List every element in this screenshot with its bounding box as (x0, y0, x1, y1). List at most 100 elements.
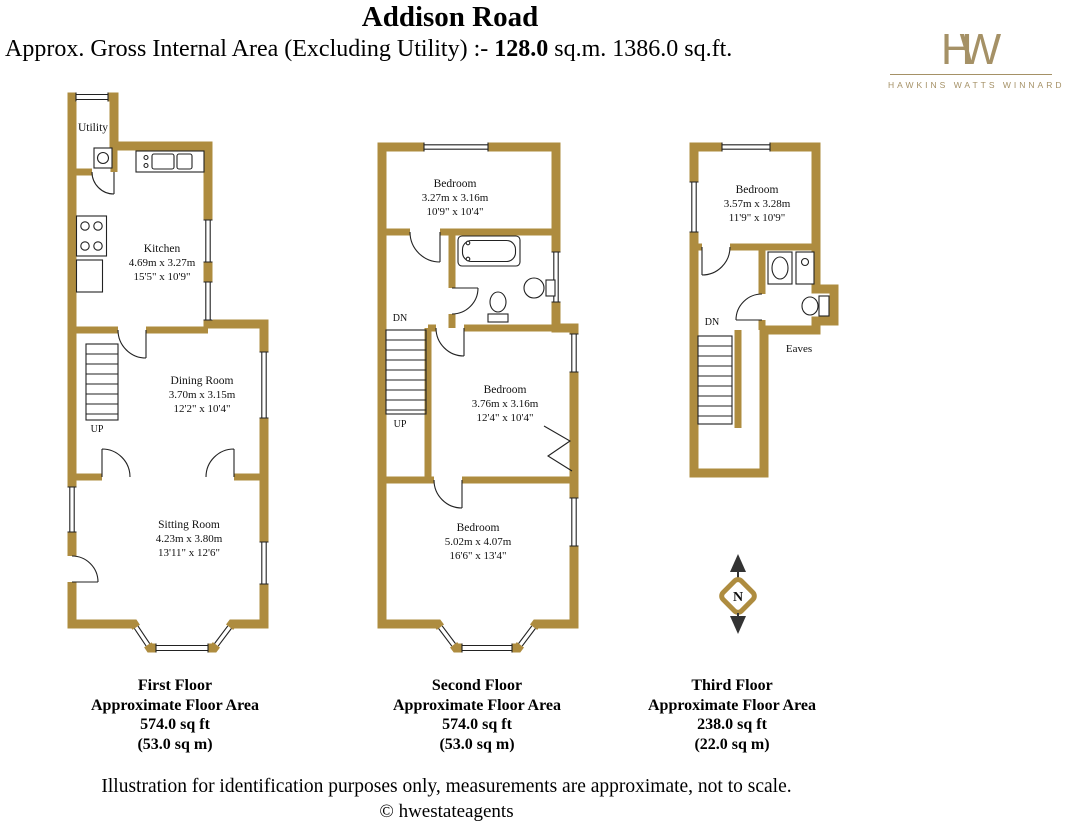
basin-bowl (771, 256, 789, 280)
first-floor-caption-name: First Floor (137, 677, 213, 694)
stove-burner (93, 241, 103, 251)
kitchen-dim-imperial: 15'5" x 10'9" (134, 271, 191, 283)
third-floor-plan: Bedroom 3.57m x 3.28m 11'9" x 10'9" DN E… (689, 142, 839, 478)
area-sqm-value: 128.0 (494, 36, 549, 62)
shower-head-icon (800, 257, 810, 267)
compass-south-arrow-icon (730, 616, 746, 634)
basin-pedestal (545, 279, 556, 297)
third-floor-outer-walls (689, 142, 839, 478)
shower (795, 251, 815, 285)
bedroom3-dim-imperial: 16'6" x 13'4" (450, 550, 507, 562)
compass-diamond (719, 577, 757, 615)
first-floor-doors (67, 171, 235, 583)
third-floor-inner-walls (694, 243, 816, 428)
stove-burner (80, 241, 90, 251)
second-floor-caption-sqm: (53.0 sq m) (439, 735, 515, 753)
toilet-cistern (487, 313, 509, 323)
kitchen-sink-drainer (176, 153, 193, 170)
area-summary: Approx. Gross Internal Area (Excluding U… (5, 36, 732, 63)
first-floor-inner-walls (72, 146, 264, 481)
disclaimer-text: Illustration for identification purposes… (101, 776, 792, 797)
stove-burner (93, 221, 103, 231)
bedroom1-label: Bedroom (434, 178, 477, 190)
copyright-text: © hwestateagents (379, 801, 514, 822)
bath-tap-icon (465, 240, 471, 246)
bedroom1-dim-imperial: 10'9" x 10'4" (427, 206, 484, 218)
third-floor-windows (689, 142, 771, 233)
bedroom1-dim-metric: 3.27m x 3.16m (422, 192, 489, 204)
sitting-dim-metric: 4.23m x 3.80m (156, 533, 223, 545)
compass-n-label: N (733, 590, 743, 605)
second-floor-caption-arealabel: Approximate Floor Area (393, 696, 561, 714)
first-floor-caption-arealabel: Approximate Floor Area (91, 696, 259, 714)
area-prefix: Approx. Gross Internal Area (Excluding U… (5, 36, 495, 62)
sitting-label: Sitting Room (158, 519, 220, 531)
bedroom3-dim-metric: 5.02m x 4.07m (445, 536, 512, 548)
agency-logo: HW HAWKINS WATTS WINNARD (888, 28, 1065, 91)
third-floor-caption-sqft: 238.0 sq ft (697, 716, 767, 733)
second-floor-caption-sqft: 574.0 sq ft (442, 716, 512, 733)
utility-appliance-door (96, 151, 110, 165)
page-title: Addison Road (361, 1, 539, 33)
dining-dim-metric: 3.70m x 3.15m (169, 389, 236, 401)
dining-dim-imperial: 12'2" x 10'4" (174, 403, 231, 415)
second-floor-doors (409, 231, 479, 509)
third-floor-doors (701, 246, 763, 321)
dn-label: DN (705, 317, 719, 328)
kitchen-label: Kitchen (144, 243, 181, 255)
first-floor-fixtures (75, 147, 205, 293)
first-floor-stairs (85, 343, 119, 421)
third-floor-caption-sqm: (22.0 sq m) (694, 735, 770, 753)
stove-burner (80, 221, 90, 231)
area-sqft-unit: sq.ft. (678, 36, 733, 62)
area-sqm-unit: sq.m. (548, 36, 613, 62)
second-floor-caption: Second Floor Approximate Floor Area 574.… (365, 676, 589, 754)
kitchen-tap-icon (143, 154, 149, 161)
second-floor-stairs (385, 329, 427, 415)
logo-letter-h: H (940, 25, 973, 74)
first-floor-caption: First Floor Approximate Floor Area 574.0… (63, 676, 287, 754)
utility-label: Utility (78, 122, 108, 134)
first-floor-windows (67, 92, 269, 653)
basin (523, 277, 545, 299)
eaves-zigzag-mark (543, 425, 573, 472)
second-floor-labels: Bedroom 3.27m x 3.16m 10'9" x 10'4" Bedr… (393, 178, 539, 562)
kitchen-sink-bowl (151, 153, 175, 170)
second-floor-caption-name: Second Floor (431, 677, 523, 694)
first-floor-outer-walls (67, 92, 269, 653)
bath-tap-icon (465, 256, 471, 262)
stove (75, 215, 108, 257)
up-label: UP (91, 424, 104, 435)
eaves-label: Eaves (786, 343, 812, 355)
third-floor-caption-name: Third Floor (691, 677, 773, 694)
second-floor-fixtures (457, 235, 556, 323)
first-floor-caption-sqm: (53.0 sq m) (137, 735, 213, 753)
third-floor-caption-arealabel: Approximate Floor Area (648, 696, 816, 714)
logo-letter-w: W (959, 25, 1002, 74)
area-sqft-value: 1386.0 (612, 36, 679, 62)
third-floor-labels: Bedroom 3.57m x 3.28m 11'9" x 10'9" DN E… (705, 184, 812, 355)
compass-north-arrow-icon (730, 554, 746, 572)
compass: N (719, 554, 757, 634)
kitchen-tap-icon (143, 162, 149, 169)
third-floor-stairs (697, 335, 733, 425)
toilet-bowl (489, 291, 507, 313)
bedroom2-dim-metric: 3.76m x 3.16m (472, 398, 539, 410)
first-floor-labels: Utility Kitchen 4.69m x 3.27m 15'5" x 10… (78, 122, 236, 559)
dining-label: Dining Room (171, 375, 234, 387)
dn-label: DN (393, 313, 407, 324)
third-floor-caption: Third Floor Approximate Floor Area 238.0… (620, 676, 844, 754)
kitchen-appliance (75, 259, 104, 293)
third-floor-fixtures (767, 251, 830, 317)
bedroom2-label: Bedroom (484, 384, 527, 396)
bath-inner (461, 239, 517, 263)
second-floor-plan: Bedroom 3.27m x 3.16m 10'9" x 10'4" Bedr… (377, 142, 579, 653)
logo-divider (890, 74, 1052, 75)
up-label: UP (394, 419, 407, 430)
logo-name: HAWKINS WATTS WINNARD (888, 80, 1065, 90)
logo-monogram: HW (888, 28, 1054, 72)
bedroom-label: Bedroom (736, 184, 779, 196)
first-floor-plan: Utility Kitchen 4.69m x 3.27m 15'5" x 10… (67, 92, 269, 653)
bedroom-dim-metric: 3.57m x 3.28m (724, 198, 791, 210)
